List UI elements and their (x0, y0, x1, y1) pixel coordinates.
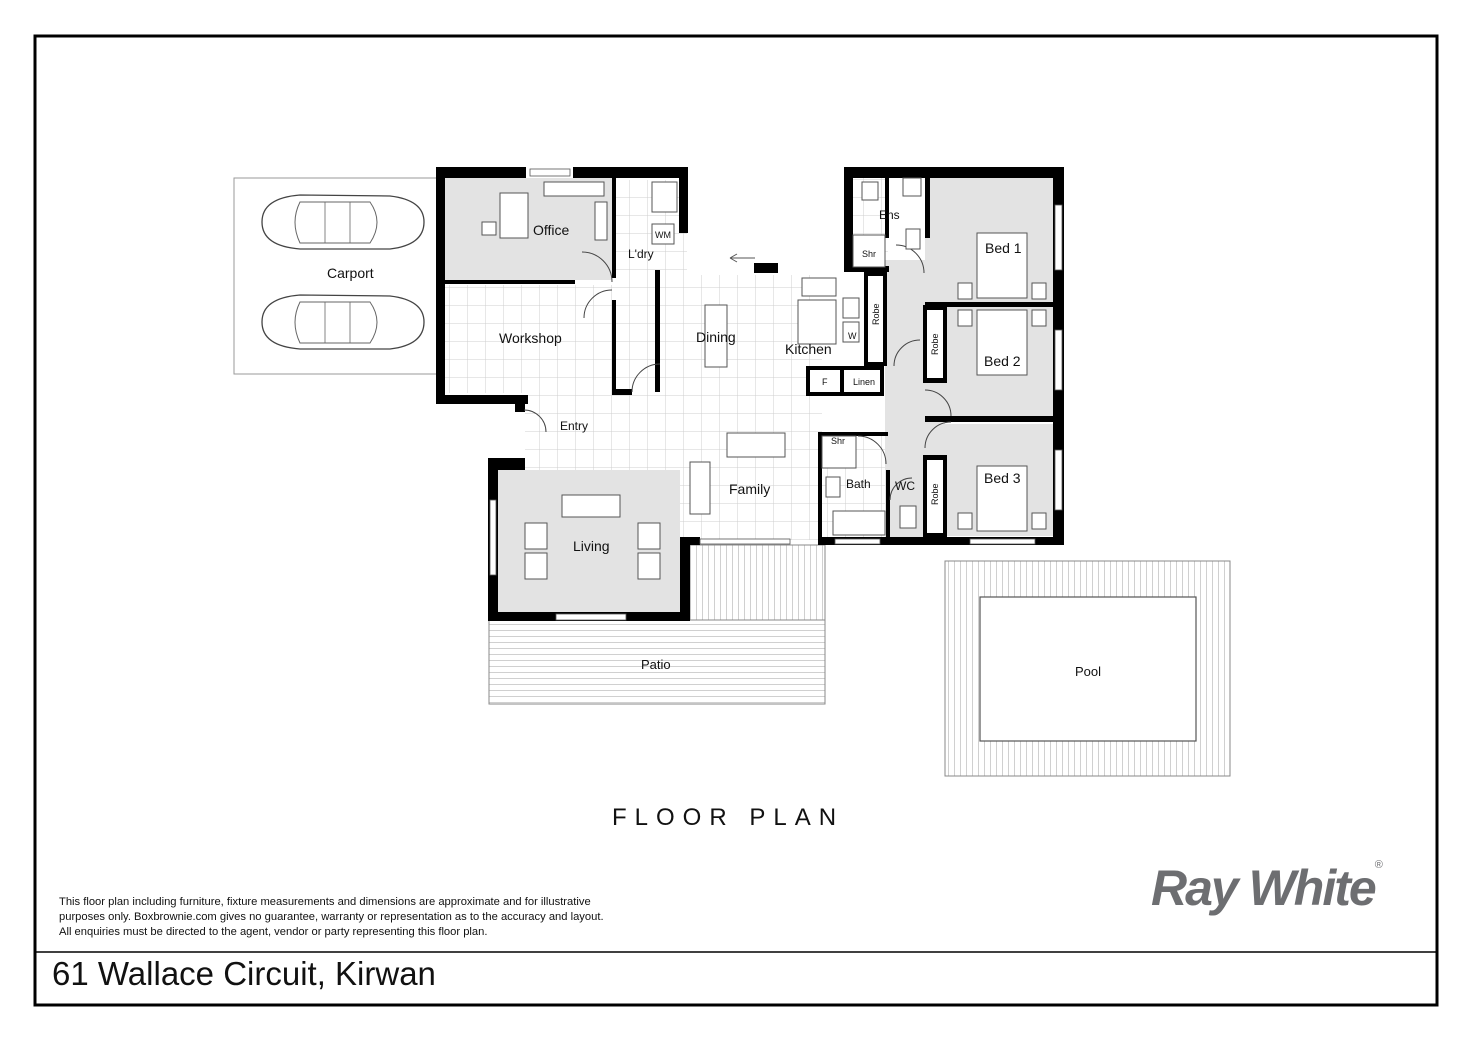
label-office: Office (533, 222, 570, 238)
label-shower-bath: Shr (831, 436, 845, 446)
patio-deck (488, 619, 826, 705)
carport-area (233, 177, 438, 375)
car-icon (261, 294, 425, 350)
label-dining: Dining (696, 329, 736, 345)
label-carport: Carport (327, 265, 374, 281)
label-washing-machine: WM (655, 230, 671, 240)
label-laundry: L'dry (628, 247, 654, 261)
label-fridge: F (822, 377, 828, 387)
disclaimer: This floor plan including furniture, fix… (59, 895, 679, 940)
label-bed3: Bed 3 (984, 470, 1021, 486)
windows (489, 168, 1063, 621)
disclaimer-line: purposes only. Boxbrownie.com gives no g… (59, 911, 604, 923)
disclaimer-line: All enquiries must be directed to the ag… (59, 926, 488, 938)
label-robe1: Robe (871, 303, 881, 325)
furniture (481, 177, 1047, 580)
label-bed1: Bed 1 (985, 240, 1022, 256)
label-pool: Pool (1075, 664, 1101, 679)
arrow-left-icon (729, 253, 755, 263)
label-bath: Bath (846, 477, 871, 491)
outer-frame (33, 34, 1439, 1007)
label-ensuite: Ens (879, 208, 900, 222)
disclaimer-line: This floor plan including furniture, fix… (59, 896, 591, 908)
label-shower-ensuite: Shr (862, 249, 876, 259)
patio-steps (689, 544, 826, 621)
label-family: Family (729, 481, 770, 497)
label-robe3: Robe (930, 483, 940, 505)
label-patio: Patio (641, 657, 671, 672)
registered-mark: ® (1374, 859, 1383, 871)
label-linen: Linen (853, 377, 875, 387)
label-robe2: Robe (930, 333, 940, 355)
brand-name: Ray White (1151, 860, 1377, 916)
label-bed2: Bed 2 (984, 353, 1021, 369)
ray-white-logo: Ray White® (1151, 859, 1383, 917)
page-title: FLOOR PLAN (612, 804, 844, 831)
label-wc: WC (895, 479, 915, 493)
property-address: 61 Wallace Circuit, Kirwan (52, 955, 436, 992)
label-entry: Entry (560, 419, 588, 433)
car-icon (261, 194, 425, 250)
label-living: Living (573, 538, 610, 554)
label-workshop: Workshop (499, 330, 562, 346)
label-dishwasher: W (848, 331, 857, 341)
pool-water (979, 596, 1197, 742)
label-kitchen: Kitchen (785, 341, 832, 357)
doors (523, 244, 952, 501)
